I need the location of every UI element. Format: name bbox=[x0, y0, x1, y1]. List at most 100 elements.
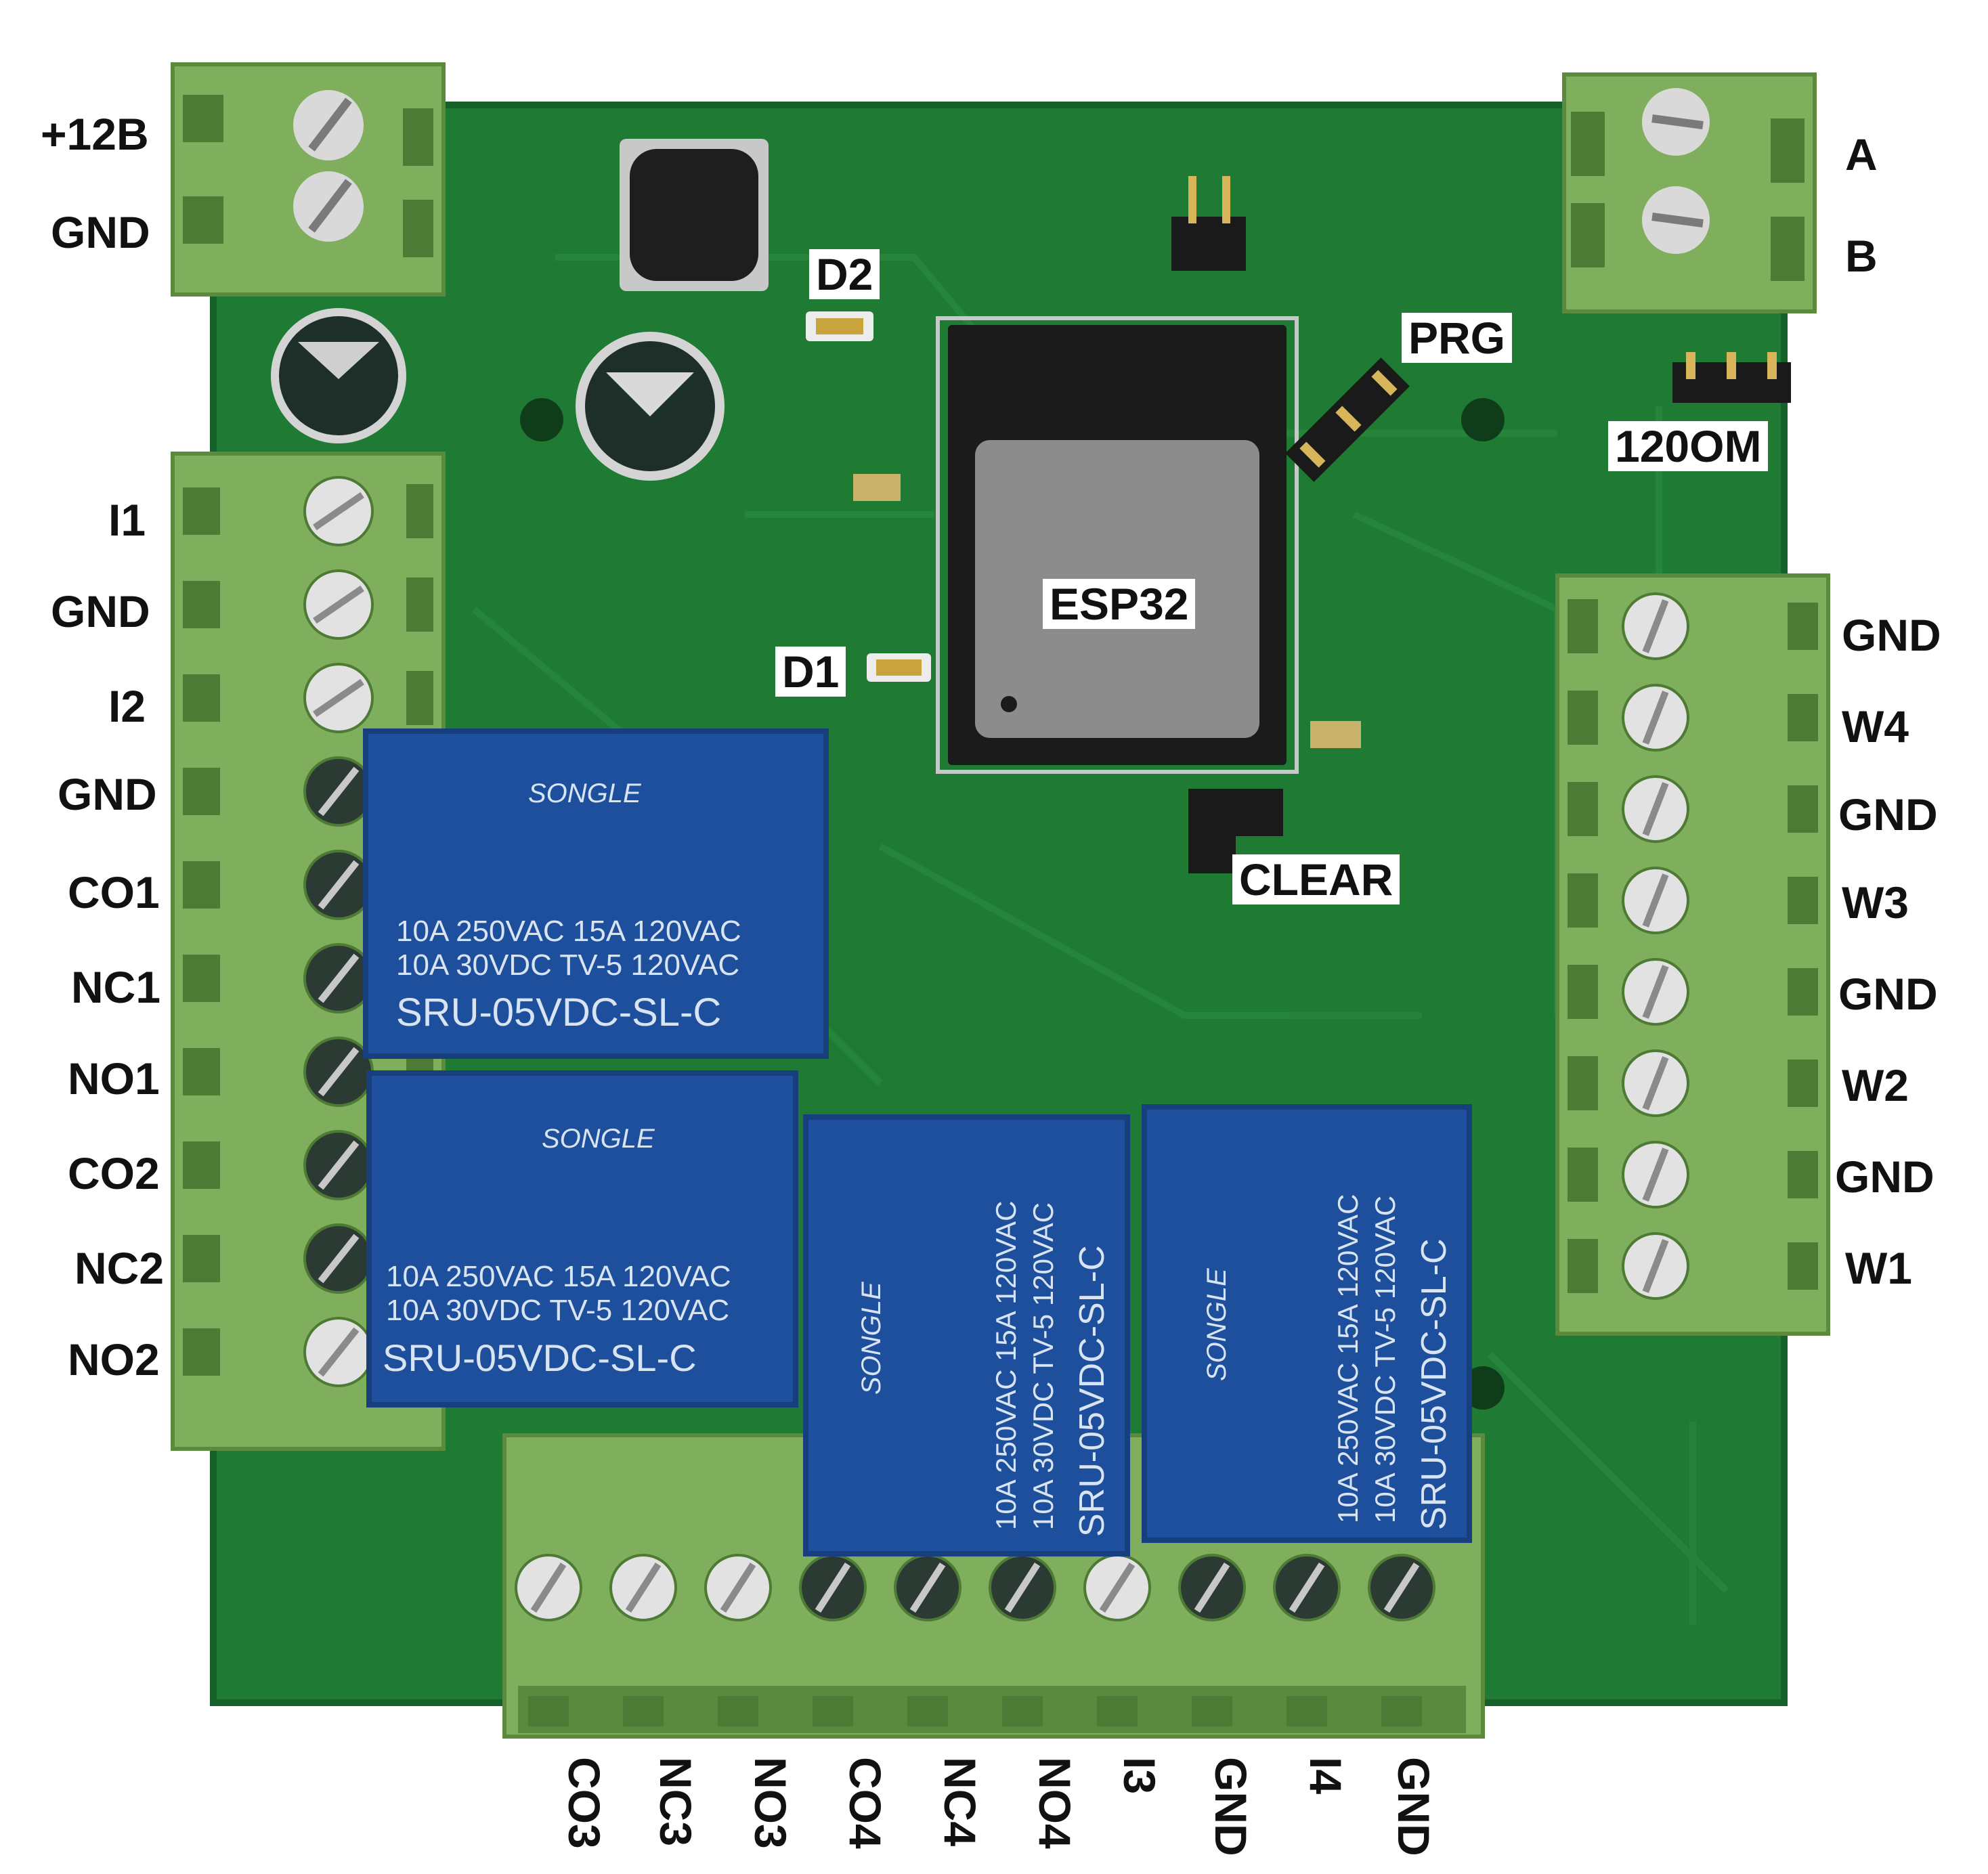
label-esp32: ESP32 bbox=[1043, 579, 1196, 629]
relay-model-text: SRU-05VDC-SL-C bbox=[396, 990, 721, 1034]
label-right-gnd-3: GND bbox=[1838, 969, 1938, 1019]
terminal-slot bbox=[183, 1141, 220, 1189]
label-bottom-no4: NO4 bbox=[1030, 1757, 1080, 1849]
terminal-slot bbox=[813, 1696, 853, 1726]
header-clear bbox=[1188, 789, 1283, 873]
label-120om: 120OM bbox=[1608, 421, 1769, 471]
label-left-i2: I2 bbox=[108, 681, 146, 731]
terminal-slot bbox=[718, 1696, 758, 1726]
terminal-slot bbox=[1788, 1242, 1818, 1290]
relay-rating-text: 10A 30VDC TV-5 120VAC bbox=[1027, 1202, 1059, 1530]
terminal-screw bbox=[1273, 1554, 1341, 1621]
terminal-screw bbox=[303, 1130, 374, 1200]
terminal-slot bbox=[1788, 785, 1818, 833]
relay-rating-text: 10A 250VAC 15A 120VAC bbox=[386, 1260, 731, 1293]
terminal-screw bbox=[303, 1317, 374, 1387]
terminal-screw bbox=[303, 756, 374, 827]
label-bottom-gnd-2: GND bbox=[1389, 1757, 1439, 1856]
relay-4: SONGLE 10A 250VAC 15A 120VAC 10A 30VDC T… bbox=[1142, 1104, 1472, 1543]
label-right-gnd-4: GND bbox=[1835, 1152, 1935, 1202]
terminal-slot bbox=[1788, 603, 1818, 650]
terminal-slot bbox=[1568, 965, 1598, 1019]
label-bottom-no3: NO3 bbox=[746, 1757, 796, 1849]
terminal-screw bbox=[1622, 775, 1689, 843]
terminal-screw bbox=[303, 569, 374, 640]
terminal-slot bbox=[406, 484, 433, 538]
terminal-rs485 bbox=[1562, 72, 1817, 313]
terminal-slot bbox=[1568, 1056, 1598, 1110]
terminal-screw bbox=[303, 476, 374, 546]
terminal-slot bbox=[406, 578, 433, 632]
terminal-slot bbox=[1381, 1696, 1422, 1726]
terminal-bottom bbox=[502, 1433, 1485, 1739]
label-power-12v: +12B bbox=[41, 109, 149, 159]
terminal-slot bbox=[907, 1696, 948, 1726]
flash-pads bbox=[1310, 721, 1361, 748]
label-left-no1: NO1 bbox=[68, 1053, 160, 1104]
esp32-module bbox=[936, 316, 1299, 774]
label-left-co2: CO2 bbox=[68, 1148, 160, 1198]
label-clear: CLEAR bbox=[1232, 854, 1400, 905]
relay-rating-text: 10A 250VAC 15A 120VAC bbox=[990, 1201, 1022, 1530]
relay-2: SONGLE 10A 250VAC 15A 120VAC 10A 30VDC T… bbox=[366, 1070, 798, 1408]
label-left-i1: I1 bbox=[108, 495, 146, 545]
label-right-w1: W1 bbox=[1845, 1243, 1912, 1293]
terminal-screw bbox=[303, 943, 374, 1014]
terminal-slot bbox=[1788, 1060, 1818, 1107]
label-bottom-co4: CO4 bbox=[840, 1757, 890, 1849]
relay-3: SONGLE 10A 250VAC 15A 120VAC 10A 30VDC T… bbox=[803, 1114, 1130, 1556]
label-rs485-b: B bbox=[1845, 231, 1878, 281]
terminal-slot bbox=[1788, 968, 1818, 1016]
label-right-w3: W3 bbox=[1842, 877, 1909, 928]
terminal-slot bbox=[183, 674, 220, 722]
label-d1: D1 bbox=[775, 647, 846, 697]
terminal-slot bbox=[1568, 782, 1598, 836]
relay-model-text: SRU-05VDC-SL-C bbox=[1073, 1245, 1112, 1537]
relay-brand-text: SONGLE bbox=[1202, 1267, 1232, 1381]
terminal-slot bbox=[183, 955, 220, 1002]
terminal-slot bbox=[1788, 1151, 1818, 1198]
terminal-screw bbox=[1368, 1554, 1435, 1621]
terminal-screw bbox=[1622, 1232, 1689, 1300]
terminal-slot bbox=[183, 1328, 220, 1376]
terminal-slot bbox=[183, 861, 220, 909]
terminal-screw bbox=[1622, 1049, 1689, 1117]
terminal-slot bbox=[1788, 877, 1818, 924]
terminal-slot bbox=[183, 581, 220, 628]
label-bottom-i3: I3 bbox=[1115, 1757, 1165, 1795]
relay-rating-text: 10A 30VDC TV-5 120VAC bbox=[396, 949, 739, 982]
header-prg bbox=[1285, 357, 1410, 482]
label-left-nc1: NC1 bbox=[71, 962, 161, 1012]
terminal-slot bbox=[1002, 1696, 1043, 1726]
terminal-slot bbox=[1568, 599, 1598, 653]
label-bottom-gnd-1: GND bbox=[1206, 1757, 1256, 1856]
terminal-slot bbox=[1568, 691, 1598, 745]
terminal-screw bbox=[1083, 1554, 1151, 1621]
terminal-screw bbox=[609, 1554, 677, 1621]
relay-rating-text: 10A 30VDC TV-5 120VAC bbox=[386, 1294, 729, 1327]
terminal-screw bbox=[1622, 958, 1689, 1026]
terminal-slot bbox=[528, 1696, 569, 1726]
relay-rating-text: 10A 250VAC 15A 120VAC bbox=[396, 915, 741, 948]
label-left-gnd-2: GND bbox=[58, 769, 157, 819]
relay-rating-text: 10A 30VDC TV-5 120VAC bbox=[1369, 1196, 1401, 1523]
relay-1: SONGLE 10A 250VAC 15A 120VAC 10A 30VDC T… bbox=[363, 728, 829, 1059]
relay-rating-text: 10A 250VAC 15A 120VAC bbox=[1332, 1194, 1364, 1523]
terminal-screw bbox=[303, 663, 374, 733]
terminal-slot bbox=[1287, 1696, 1327, 1726]
rst-pads bbox=[853, 474, 901, 501]
label-d2: D2 bbox=[809, 249, 880, 299]
terminal-screw bbox=[1622, 684, 1689, 751]
terminal-slot bbox=[183, 487, 220, 535]
relay-model-text: SRU-05VDC-SL-C bbox=[383, 1336, 697, 1379]
capacitor-c13 bbox=[576, 332, 725, 481]
label-prg: PRG bbox=[1402, 313, 1513, 363]
terminal-slot bbox=[183, 1048, 220, 1095]
mount-hole bbox=[1461, 398, 1505, 441]
terminal-screw bbox=[303, 1037, 374, 1107]
label-right-gnd-1: GND bbox=[1842, 610, 1941, 660]
terminal-slot bbox=[1568, 1148, 1598, 1202]
terminal-screw bbox=[799, 1554, 867, 1621]
label-right-gnd-2: GND bbox=[1838, 789, 1938, 840]
terminal-screw bbox=[303, 850, 374, 920]
